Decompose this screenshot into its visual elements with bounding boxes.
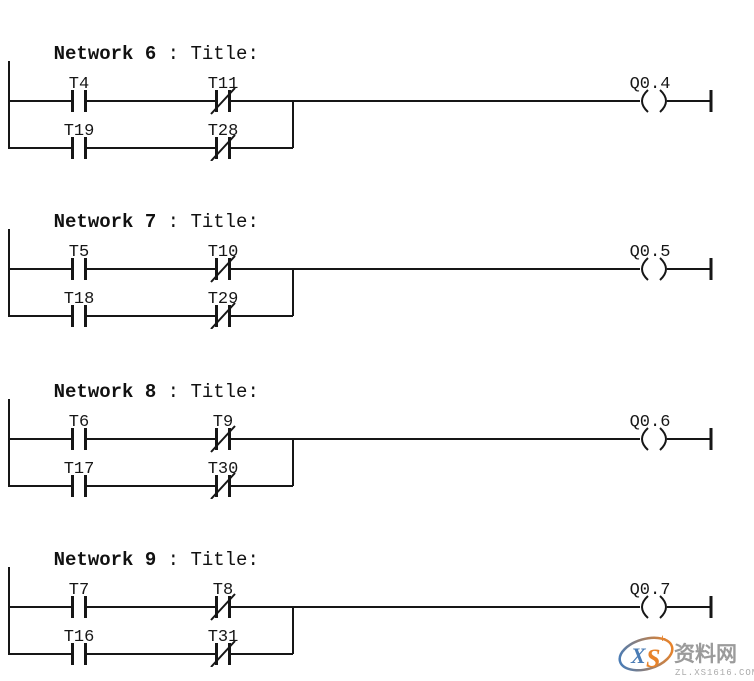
nc-contact-icon [210, 302, 236, 329]
contact-label: T29 [208, 290, 239, 309]
network-title-text: : Title: [156, 549, 259, 571]
network-section-9: Network 9 : Title: T7 T8 T16 T31 Q0.7 [0, 524, 754, 667]
network-header: Network 7 : Title: [8, 186, 259, 233]
no-contact-icon [71, 475, 87, 497]
contact-label: T28 [208, 122, 239, 141]
output-coil-icon [641, 257, 667, 281]
contact-label: T7 [69, 581, 89, 600]
coil-label: Q0.5 [630, 243, 671, 262]
contact-label: T16 [64, 628, 95, 647]
logo-letter-s: S [646, 644, 660, 673]
logo-plus-mark: + [659, 631, 666, 645]
network-name: Network 6 [53, 43, 157, 65]
nc-contact-icon [210, 255, 236, 283]
watermark-logo-icon: X S + [618, 631, 674, 673]
contact-label: T18 [64, 290, 95, 309]
ladder-rung: T4 T11 T19 T28 Q0.4 [8, 61, 713, 161]
rung-wires [8, 268, 711, 317]
contact-label: T9 [213, 413, 233, 432]
nc-contact-icon [210, 134, 236, 161]
no-contact-icon [71, 305, 87, 327]
network-section-7: Network 7 : Title: T5 T10 T18 T29 Q0.5 [0, 186, 754, 329]
output-coil-icon [641, 427, 667, 451]
network-name: Network 7 [53, 211, 157, 233]
network-title-text: : Title: [156, 211, 259, 233]
contact-label: T4 [69, 75, 89, 94]
nc-contact-icon [210, 87, 236, 115]
nc-contact-icon [210, 593, 236, 621]
network-header: Network 6 : Title: [8, 18, 259, 65]
output-coil-icon [641, 89, 667, 113]
no-contact-icon [71, 137, 87, 159]
no-contact-icon [71, 258, 87, 280]
coil-label: Q0.7 [630, 581, 671, 600]
no-contact-icon [71, 643, 87, 665]
site-watermark: X S + 资料网 ZL.XS1616.COM [618, 631, 754, 678]
ladder-rung: T5 T10 T18 T29 Q0.5 [8, 229, 713, 329]
contact-label: T8 [213, 581, 233, 600]
coil-label: Q0.4 [630, 75, 671, 94]
ladder-rung: T7 T8 T16 T31 Q0.7 [8, 567, 713, 667]
contact-label: T10 [208, 243, 239, 262]
output-coil-icon [641, 595, 667, 619]
rung-wires [8, 438, 711, 487]
network-name: Network 8 [53, 381, 157, 403]
contact-label: T11 [208, 75, 239, 94]
network-section-8: Network 8 : Title: T6 T9 T17 T30 Q0.6 [0, 356, 754, 499]
coil-label: Q0.6 [630, 413, 671, 432]
rung-wires [8, 606, 711, 655]
rung-wires [8, 100, 711, 149]
nc-contact-icon [210, 472, 236, 499]
contact-label: T5 [69, 243, 89, 262]
contact-label: T30 [208, 460, 239, 479]
network-header: Network 8 : Title: [8, 356, 259, 403]
ladder-rung: T6 T9 T17 T30 Q0.6 [8, 399, 713, 499]
no-contact-icon [71, 90, 87, 112]
network-name: Network 9 [53, 549, 157, 571]
network-title-text: : Title: [156, 43, 259, 65]
logo-letter-x: X [630, 643, 647, 668]
network-header: Network 9 : Title: [8, 524, 259, 571]
nc-contact-icon [210, 640, 236, 667]
watermark-site-name: 资料网 [674, 643, 737, 666]
watermark-site-url: ZL.XS1616.COM [675, 668, 754, 678]
contact-label: T17 [64, 460, 95, 479]
contact-label: T19 [64, 122, 95, 141]
no-contact-icon [71, 428, 87, 450]
contact-label: T31 [208, 628, 239, 647]
network-section-6: Network 6 : Title: T4 T11 T19 T28 Q0.4 [0, 18, 754, 161]
no-contact-icon [71, 596, 87, 618]
contact-label: T6 [69, 413, 89, 432]
network-title-text: : Title: [156, 381, 259, 403]
nc-contact-icon [210, 425, 236, 453]
